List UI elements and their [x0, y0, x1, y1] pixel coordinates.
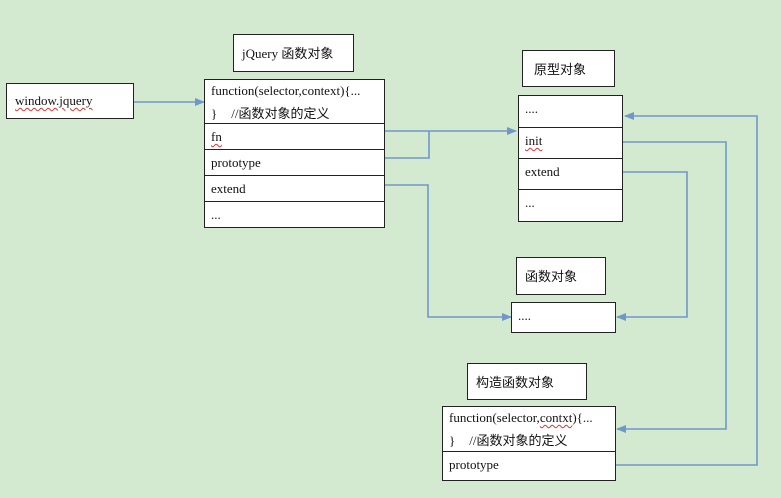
proto-more-top-label: ....: [525, 101, 538, 116]
func-obj-title: 函数对象: [525, 269, 578, 284]
proto-row-extend: extend: [519, 158, 622, 189]
ctor-prototype-label: prototype: [449, 457, 499, 472]
jquery-row-prototype: prototype: [205, 149, 384, 175]
window-jquery-box: window.jquery: [6, 83, 134, 119]
jquery-row-extend: extend: [205, 175, 384, 201]
jquery-function-comment: //函数对象的定义: [231, 106, 330, 121]
proto-init-label: init: [525, 133, 543, 148]
proto-obj-title-box: 原型对象: [522, 50, 615, 87]
jquery-extend-label: extend: [211, 181, 246, 196]
jquery-more-label: ...: [211, 207, 221, 222]
func-obj-title-box: 函数对象: [516, 257, 606, 295]
proto-row-more-bottom: ...: [519, 189, 622, 222]
ctor-row-prototype: prototype: [443, 451, 615, 481]
ctor-function-signature: function(selector,contxt){...: [449, 410, 593, 425]
jquery-prototype-label: prototype: [211, 155, 261, 170]
jquery-row-function: function(selector,context){... } //函数对象的定…: [205, 80, 384, 123]
ctor-function-comment: //函数对象的定义: [469, 433, 568, 448]
jquery-obj-table: function(selector,context){... } //函数对象的定…: [204, 79, 385, 228]
jquery-function-signature: function(selector,context){...: [211, 83, 361, 98]
func-more-label: ....: [518, 308, 531, 323]
jquery-obj-title: jQuery 函数对象: [242, 46, 334, 61]
ctor-function-close: }: [449, 433, 456, 448]
ctor-obj-table: function(selector,contxt){... } //函数对象的定义…: [442, 406, 616, 481]
arrow-ctor-prototype-to-proto: [603, 112, 758, 466]
func-obj-table: ....: [511, 302, 616, 333]
jquery-function-close: }: [211, 106, 218, 121]
jquery-row-fn: fn: [205, 123, 384, 149]
jquery-row-more: ...: [205, 201, 384, 228]
proto-more-bottom-label: ...: [525, 195, 535, 210]
jquery-obj-title-box: jQuery 函数对象: [233, 34, 354, 72]
func-row-more: ....: [512, 303, 615, 333]
jquery-fn-label: fn: [211, 129, 222, 144]
window-jquery-label: window.jquery: [15, 93, 93, 108]
ctor-contxt-label: contxt: [539, 410, 573, 425]
proto-obj-title: 原型对象: [534, 62, 587, 77]
ctor-obj-title-box: 构造函数对象: [467, 363, 587, 400]
arrow-init-to-ctor: [608, 141, 727, 433]
proto-obj-table: .... init extend ...: [518, 95, 623, 222]
proto-row-init: init: [519, 127, 622, 158]
ctor-obj-title: 构造函数对象: [476, 375, 555, 390]
arrow-proto-extend-to-func-obj: [608, 171, 688, 321]
proto-row-more-top: ....: [519, 96, 622, 127]
proto-extend-label: extend: [525, 164, 560, 179]
ctor-row-function: function(selector,contxt){... } //函数对象的定义: [443, 407, 615, 451]
